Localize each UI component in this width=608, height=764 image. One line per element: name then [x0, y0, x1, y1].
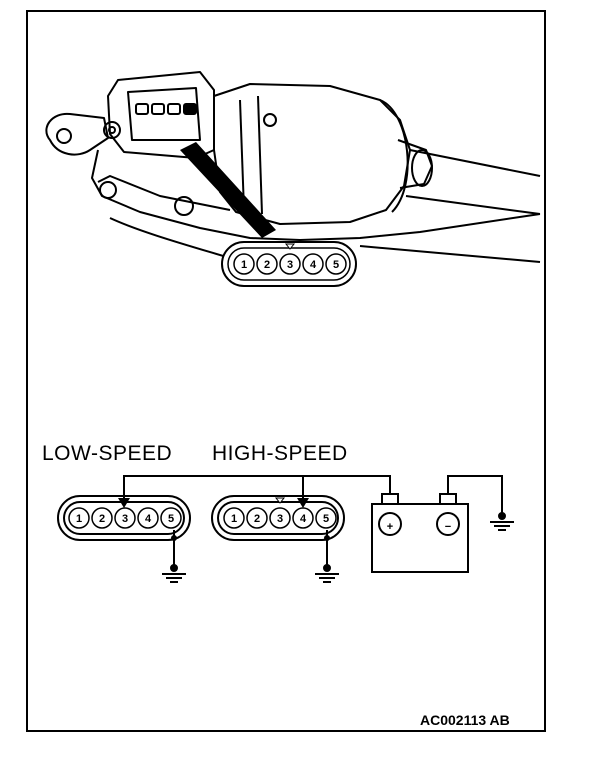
low-speed-label: LOW-SPEED [42, 442, 173, 465]
ground-icon [490, 512, 514, 531]
svg-text:+: + [387, 521, 393, 533]
connector-pin [292, 507, 314, 529]
high-speed-label: HIGH-SPEED [212, 442, 348, 465]
connector-pin-label: 5 [333, 259, 339, 271]
connector-pin [269, 507, 291, 529]
connector-pin [68, 507, 90, 529]
connector-pin [256, 253, 278, 275]
connector-pin [325, 253, 347, 275]
connector-pin-label: 4 [310, 259, 317, 271]
connector-pin [302, 253, 324, 275]
connector-detail: 1 2 3 4 5 [221, 241, 357, 287]
connector-pin [279, 253, 301, 275]
connector-pin-label: 2 [99, 513, 105, 525]
connector-pin-label: 1 [76, 513, 82, 525]
battery-terminals: + − [378, 512, 460, 536]
connector-pin [160, 507, 182, 529]
wire-arrows [118, 498, 309, 508]
battery-negative-icon: − [436, 512, 460, 536]
connector-pin-label: 5 [323, 513, 329, 525]
connector-pin-label: 3 [287, 259, 293, 271]
connector-pin-label: 2 [264, 259, 270, 271]
svg-text:−: − [445, 521, 451, 533]
ground-icon [315, 564, 339, 583]
battery-positive-icon: + [378, 512, 402, 536]
connector-pin [233, 253, 255, 275]
connector-pin-label: 4 [145, 513, 152, 525]
wiper-motor-illustration [45, 71, 541, 263]
connector-pin [91, 507, 113, 529]
connector-pin [246, 507, 268, 529]
connector-pin [315, 507, 337, 529]
connector-pin-label: 4 [300, 513, 307, 525]
connector-pin [223, 507, 245, 529]
connector-pin-label: 1 [231, 513, 237, 525]
connector-pin-label: 3 [122, 513, 128, 525]
connector-pin [137, 507, 159, 529]
connector-pin-label: 5 [168, 513, 174, 525]
connector-pin-label: 3 [277, 513, 283, 525]
connector-pin [114, 507, 136, 529]
figure-code: AC002113 AB [420, 712, 510, 728]
connector-pin-label: 2 [254, 513, 260, 525]
wire-junctions [171, 535, 330, 541]
callout-pointer [180, 142, 276, 238]
ground-icon [162, 564, 186, 583]
ground-symbols [162, 512, 514, 583]
connector-pin-label: 1 [241, 259, 247, 271]
